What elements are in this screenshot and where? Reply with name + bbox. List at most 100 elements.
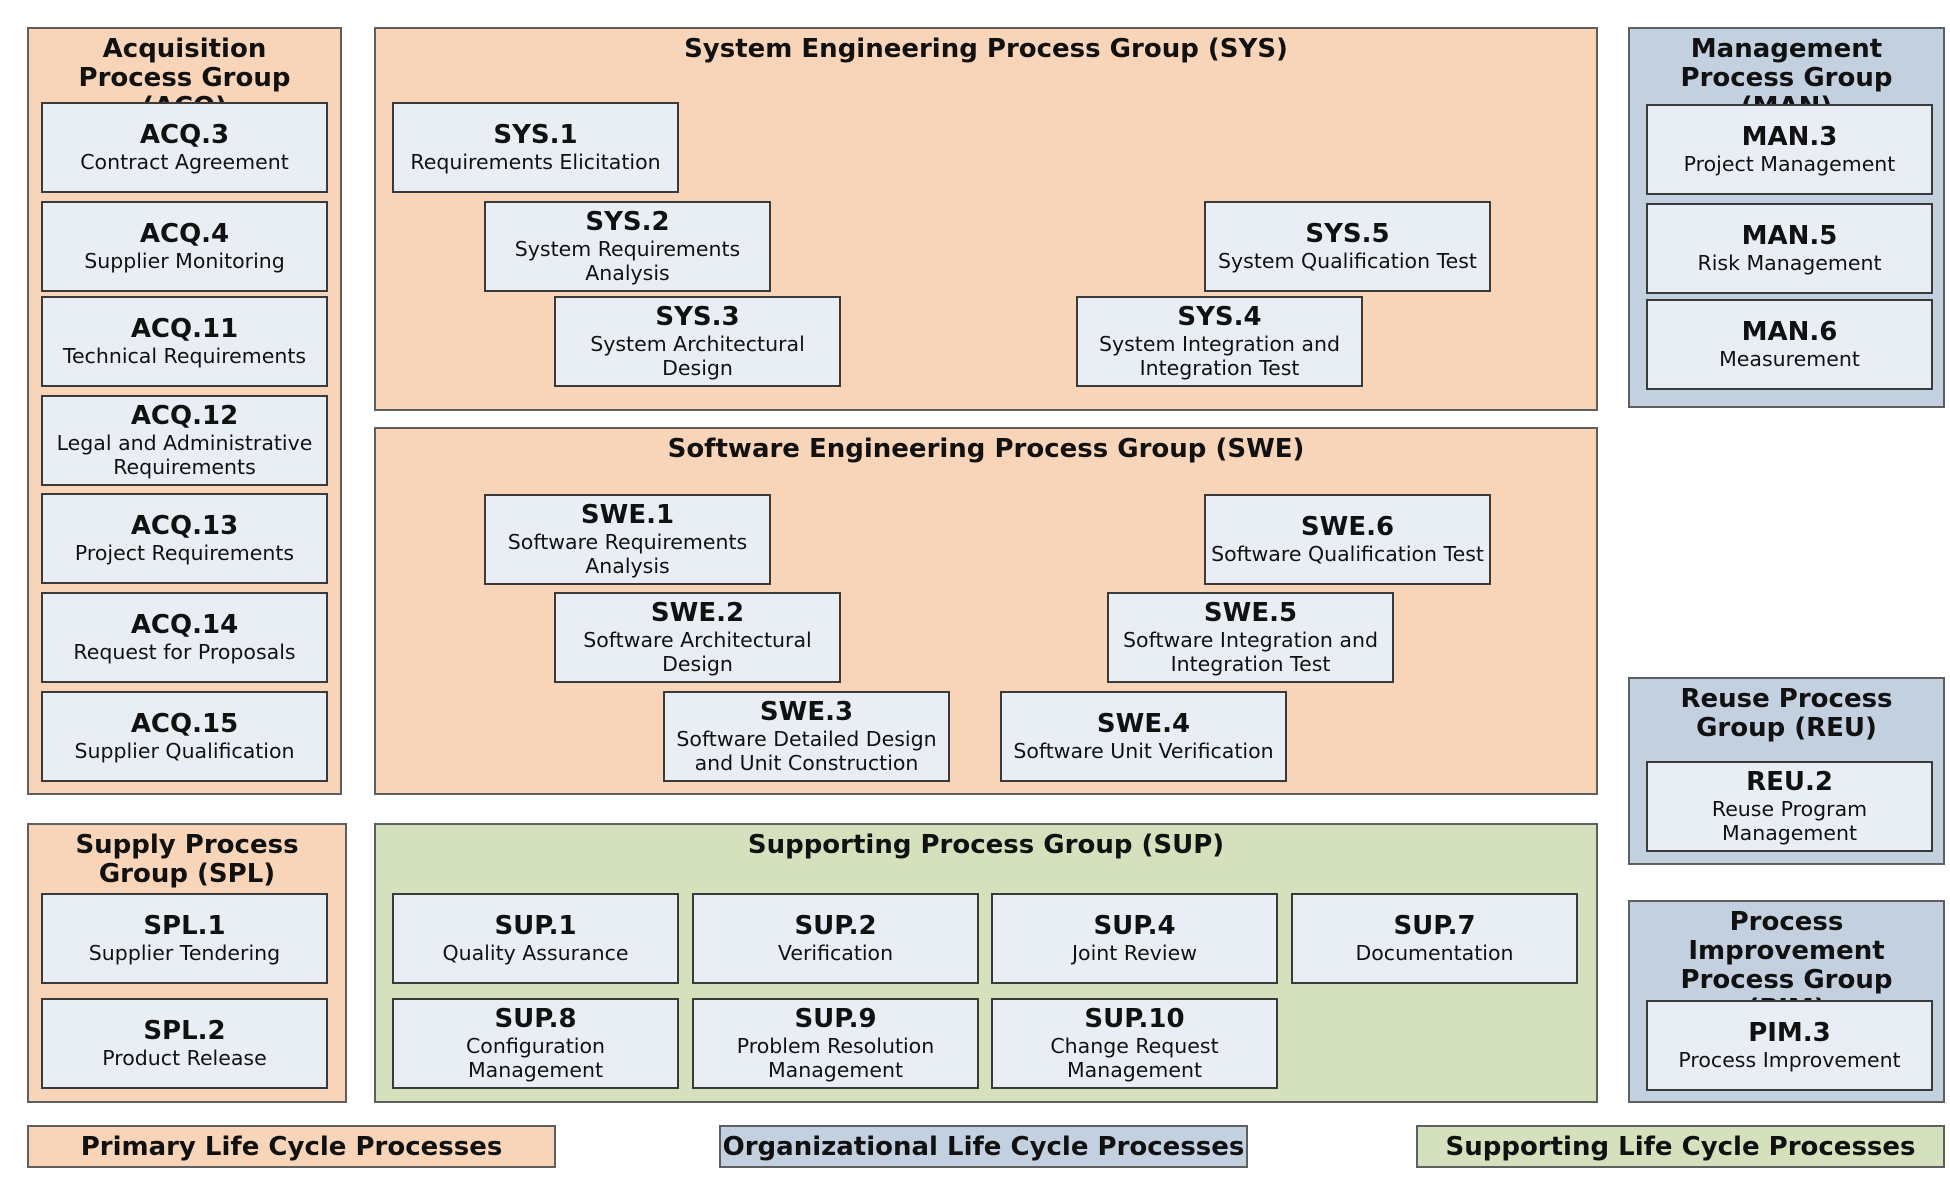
process-code: MAN.6: [1741, 317, 1838, 347]
acq-group-title: Acquisition Process Group (ACQ): [78, 34, 291, 122]
process-name: Process Improvement: [1678, 1048, 1901, 1072]
sys-group-title: System Engineering Process Group (SYS): [684, 34, 1288, 64]
process-name: System Integration and Integration Test: [1098, 332, 1340, 380]
process-code: SWE.5: [1203, 598, 1298, 628]
process-code: SWE.6: [1300, 512, 1395, 542]
process-name: Risk Management: [1697, 251, 1882, 275]
process-name: Quality Assurance: [442, 941, 629, 965]
process-acq-13[interactable]: ACQ.13 Project Requirements: [41, 493, 328, 584]
process-name: Joint Review: [1072, 941, 1197, 965]
process-spl-2[interactable]: SPL.2 Product Release: [41, 998, 328, 1089]
swe-group: Software Engineering Process Group (SWE)…: [374, 427, 1598, 795]
process-name: Verification: [777, 941, 894, 965]
process-code: SUP.2: [794, 911, 877, 941]
process-code: ACQ.4: [139, 219, 230, 249]
process-reu-2[interactable]: REU.2 Reuse Program Management: [1646, 761, 1933, 852]
process-code: SPL.2: [143, 1016, 226, 1046]
process-name: Supplier Qualification: [74, 739, 295, 763]
process-name: System Requirements Analysis: [514, 237, 741, 285]
process-code: SWE.2: [650, 598, 745, 628]
process-name: Change Request Management: [1050, 1034, 1219, 1082]
process-man-6[interactable]: MAN.6 Measurement: [1646, 299, 1933, 390]
process-code: ACQ.3: [139, 120, 230, 150]
process-acq-12[interactable]: ACQ.12 Legal and Administrative Requirem…: [41, 395, 328, 486]
process-sup-2[interactable]: SUP.2 Verification: [692, 893, 979, 984]
process-sys-1[interactable]: SYS.1 Requirements Elicitation: [392, 102, 679, 193]
process-man-5[interactable]: MAN.5 Risk Management: [1646, 203, 1933, 294]
process-sys-2[interactable]: SYS.2 System Requirements Analysis: [484, 201, 771, 292]
process-code: SYS.4: [1177, 302, 1262, 332]
process-sup-8[interactable]: SUP.8 Configuration Management: [392, 998, 679, 1089]
process-code: SUP.4: [1093, 911, 1176, 941]
process-code: SWE.3: [759, 697, 854, 727]
process-acq-4[interactable]: ACQ.4 Supplier Monitoring: [41, 201, 328, 292]
process-code: SYS.1: [493, 120, 578, 150]
process-swe-2[interactable]: SWE.2 Software Architectural Design: [554, 592, 841, 683]
process-sup-10[interactable]: SUP.10 Change Request Management: [991, 998, 1278, 1089]
process-name: Technical Requirements: [62, 344, 307, 368]
process-code: REU.2: [1746, 767, 1833, 797]
process-man-3[interactable]: MAN.3 Project Management: [1646, 104, 1933, 195]
process-code: MAN.3: [1741, 122, 1838, 152]
legend-organizational: Organizational Life Cycle Processes: [719, 1125, 1248, 1168]
process-name: Software Integration and Integration Tes…: [1123, 628, 1378, 676]
process-code: SUP.1: [494, 911, 577, 941]
process-name: Project Management: [1683, 152, 1896, 176]
process-name: Reuse Program Management: [1711, 797, 1868, 845]
process-code: SUP.8: [494, 1004, 577, 1034]
process-name: Requirements Elicitation: [410, 150, 661, 174]
process-acq-3[interactable]: ACQ.3 Contract Agreement: [41, 102, 328, 193]
process-name: System Qualification Test: [1218, 249, 1477, 273]
process-sup-4[interactable]: SUP.4 Joint Review: [991, 893, 1278, 984]
sup-group-title: Supporting Process Group (SUP): [747, 830, 1225, 860]
process-name: Software Detailed Design and Unit Constr…: [676, 727, 937, 775]
process-swe-6[interactable]: SWE.6 Software Qualification Test: [1204, 494, 1491, 585]
legend-primary: Primary Life Cycle Processes: [27, 1125, 556, 1168]
process-sys-5[interactable]: SYS.5 System Qualification Test: [1204, 201, 1491, 292]
process-swe-1[interactable]: SWE.1 Software Requirements Analysis: [484, 494, 771, 585]
process-swe-5[interactable]: SWE.5 Software Integration and Integrati…: [1107, 592, 1394, 683]
process-name: Software Unit Verification: [1013, 739, 1274, 763]
process-sup-9[interactable]: SUP.9 Problem Resolution Management: [692, 998, 979, 1089]
process-code: ACQ.14: [130, 610, 239, 640]
process-code: ACQ.11: [130, 314, 239, 344]
process-name: Problem Resolution Management: [736, 1034, 935, 1082]
spl-group: Supply Process Group (SPL) SPL.1 Supplie…: [27, 823, 347, 1103]
process-name: Documentation: [1355, 941, 1514, 965]
swe-group-title: Software Engineering Process Group (SWE): [667, 434, 1305, 464]
process-name: Configuration Management: [465, 1034, 606, 1082]
process-code: ACQ.12: [130, 401, 239, 431]
process-code: ACQ.13: [130, 511, 239, 541]
process-name: Software Qualification Test: [1211, 542, 1484, 566]
process-sys-4[interactable]: SYS.4 System Integration and Integration…: [1076, 296, 1363, 387]
process-name: Product Release: [102, 1046, 267, 1070]
process-sup-1[interactable]: SUP.1 Quality Assurance: [392, 893, 679, 984]
process-code: SYS.3: [655, 302, 740, 332]
process-swe-4[interactable]: SWE.4 Software Unit Verification: [1000, 691, 1287, 782]
process-sup-7[interactable]: SUP.7 Documentation: [1291, 893, 1578, 984]
process-spl-1[interactable]: SPL.1 Supplier Tendering: [41, 893, 328, 984]
process-name: System Architectural Design: [590, 332, 805, 380]
process-acq-11[interactable]: ACQ.11 Technical Requirements: [41, 296, 328, 387]
reu-group-title: Reuse Process Group (REU): [1680, 684, 1893, 743]
process-code: SPL.1: [143, 911, 226, 941]
process-code: SUP.7: [1393, 911, 1476, 941]
process-sys-3[interactable]: SYS.3 System Architectural Design: [554, 296, 841, 387]
legend-supporting: Supporting Life Cycle Processes: [1416, 1125, 1945, 1168]
process-pim-3[interactable]: PIM.3 Process Improvement: [1646, 1000, 1933, 1091]
process-name: Supplier Tendering: [88, 941, 281, 965]
process-name: Contract Agreement: [80, 150, 289, 174]
process-swe-3[interactable]: SWE.3 Software Detailed Design and Unit …: [663, 691, 950, 782]
reu-group: Reuse Process Group (REU) REU.2 Reuse Pr…: [1628, 677, 1945, 865]
process-name: Project Requirements: [74, 541, 295, 565]
process-name: Supplier Monitoring: [84, 249, 285, 273]
process-acq-15[interactable]: ACQ.15 Supplier Qualification: [41, 691, 328, 782]
process-name: Legal and Administrative Requirements: [56, 431, 313, 479]
process-acq-14[interactable]: ACQ.14 Request for Proposals: [41, 592, 328, 683]
sup-group: Supporting Process Group (SUP) SUP.1 Qua…: [374, 823, 1598, 1103]
process-code: SYS.2: [585, 207, 670, 237]
spl-group-title: Supply Process Group (SPL): [75, 830, 299, 889]
process-code: PIM.3: [1748, 1018, 1831, 1048]
process-code: SUP.10: [1084, 1004, 1185, 1034]
process-name: Software Architectural Design: [583, 628, 812, 676]
